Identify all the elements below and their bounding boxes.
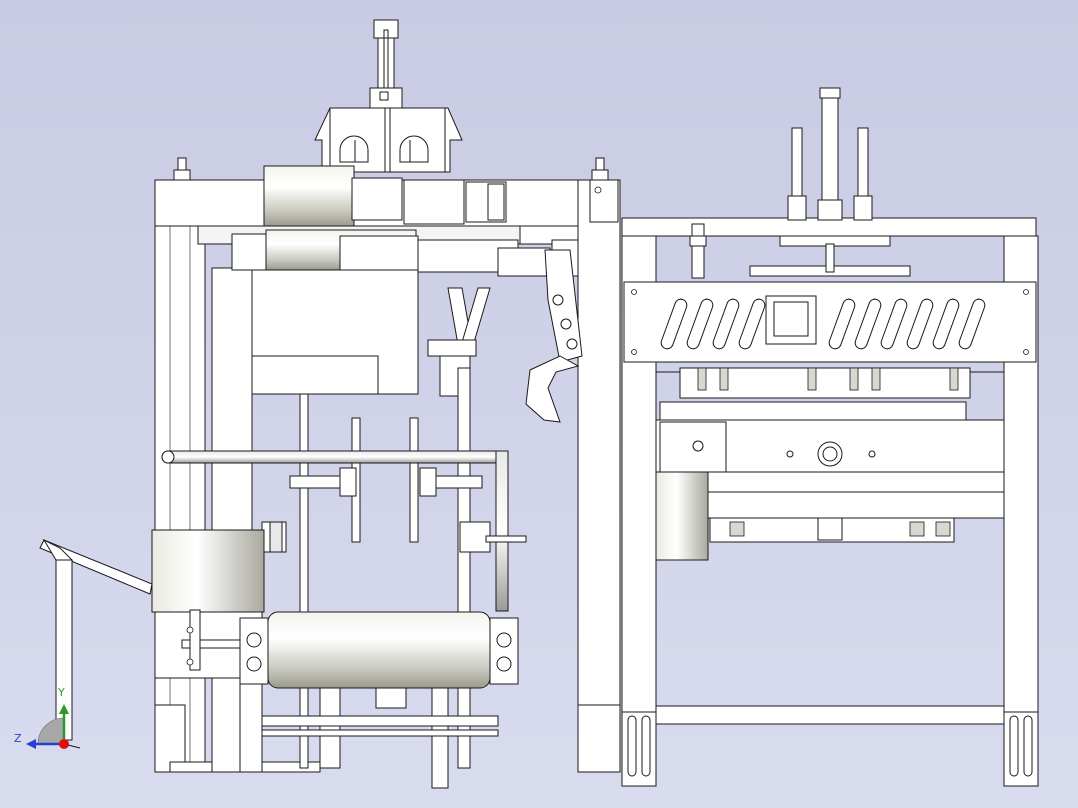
linkage-arms (427, 249, 583, 423)
sealing-blades (289, 417, 483, 543)
z-axis-label: Z (14, 732, 22, 745)
guide-posts (689, 87, 911, 279)
y-axis-label: Y (58, 686, 65, 699)
gear-motor (263, 165, 579, 245)
fasteners (186, 186, 1029, 666)
lower-roller (239, 611, 519, 737)
carriage (655, 361, 1005, 561)
clamp-row (697, 367, 959, 537)
gearbox-housing (251, 269, 419, 395)
drive-assembly (231, 229, 579, 277)
feed-tube (161, 450, 509, 612)
top-actuator (314, 19, 463, 173)
inclined-chute (39, 538, 153, 741)
panel-slots (660, 298, 986, 350)
side-brackets (261, 521, 527, 553)
lifting-eyes (173, 157, 609, 181)
coordinate-triad (26, 704, 81, 749)
